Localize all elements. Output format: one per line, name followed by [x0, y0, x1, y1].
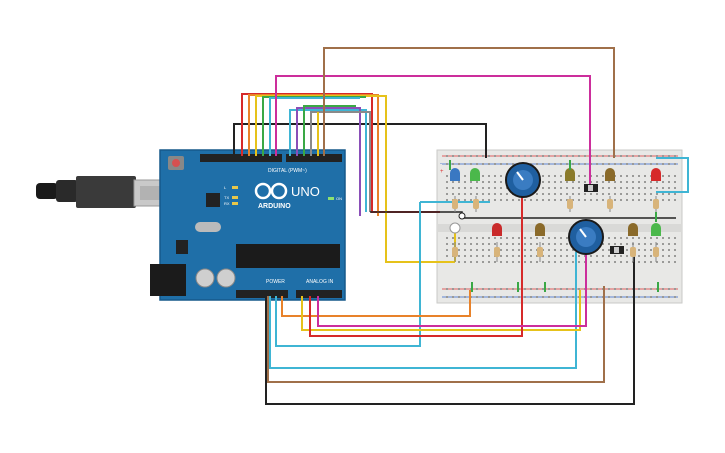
usb-chip — [206, 193, 220, 207]
digital-header-left — [200, 154, 282, 162]
resistor-5 — [653, 199, 659, 209]
wire-black-bottom — [265, 252, 635, 405]
resistors — [452, 196, 659, 262]
wire-cyan-bottom — [269, 252, 577, 369]
slide-switch-2[interactable] — [610, 246, 624, 254]
resistor-4 — [607, 199, 613, 209]
analog-header — [296, 290, 342, 298]
arduino-board[interactable]: ARDUINO UNO DIGITAL (PWM~) POWER ANALOG … — [150, 149, 346, 301]
components — [449, 160, 661, 292]
resistor-2 — [473, 199, 479, 209]
on-led — [328, 197, 334, 200]
wire-cyan-pin2 — [289, 109, 367, 212]
rail-plus-marker: + — [440, 169, 444, 175]
led-blue — [450, 168, 460, 181]
rail-minus-marker: - — [440, 161, 442, 167]
led-white — [449, 222, 461, 234]
arduino-model-text: UNO — [291, 184, 320, 199]
wire-magenta-pin — [275, 75, 591, 190]
slide-switch-1[interactable] — [584, 184, 598, 192]
digital-header-text: DIGITAL (PWM~) — [268, 168, 307, 174]
regulator-chip — [176, 240, 188, 254]
tx-label: TX — [224, 195, 229, 200]
resistor-10 — [653, 247, 659, 257]
tx-led — [232, 196, 238, 199]
resistor-8 — [537, 247, 543, 257]
reset-button-cap — [172, 159, 180, 167]
led-red-2 — [492, 223, 502, 236]
wire-cyan-pin — [269, 97, 360, 156]
wire-purple-pin — [296, 107, 361, 216]
led-green-1 — [470, 168, 480, 181]
wire-yellow-bottom — [301, 290, 581, 331]
power-header — [236, 290, 288, 298]
led-brown-2 — [535, 223, 545, 236]
junction-node — [458, 212, 466, 220]
wire-cyan-loop — [656, 157, 689, 193]
resistor-6 — [452, 247, 458, 257]
arduino-brand-text: ARDUINO — [258, 203, 291, 210]
wire-brown-top — [323, 47, 615, 158]
breadboard-jumpers — [449, 160, 659, 292]
led-brown-3 — [628, 223, 638, 236]
on-label: ON — [336, 196, 342, 201]
atmega-chip — [236, 244, 340, 268]
resistor-7 — [494, 247, 500, 257]
led-yellow-1 — [565, 168, 575, 181]
wire-gray-pin — [310, 111, 371, 212]
wire-green-pin2 — [303, 105, 356, 156]
power-jack — [150, 264, 186, 296]
led-green-2 — [651, 223, 661, 236]
wire-cyan-bottom2 — [275, 202, 421, 347]
wire-yellow-pin — [255, 95, 455, 263]
rx-label: RX — [224, 201, 230, 206]
resistor-9 — [630, 247, 636, 257]
power-header-text: POWER — [266, 279, 285, 285]
l-label: L — [224, 185, 227, 190]
crystal — [195, 222, 221, 232]
arduino-logo — [254, 182, 288, 200]
led-brown-1 — [605, 168, 615, 181]
resistor-3 — [567, 199, 573, 209]
potentiometer-1[interactable] — [505, 162, 541, 198]
resistor-1 — [452, 199, 458, 209]
wire-brown-bottom — [267, 286, 605, 383]
wire-orange-bottom — [281, 290, 471, 317]
wire-magenta-bottom — [317, 252, 587, 327]
capacitor-2 — [216, 268, 236, 288]
wires — [233, 47, 689, 405]
digital-header-right — [286, 154, 342, 162]
capacitor-1 — [195, 268, 215, 288]
potentiometer-2[interactable] — [568, 219, 604, 255]
l-led — [232, 186, 238, 189]
led-red-1 — [651, 168, 661, 181]
wire-red-bottom — [309, 180, 523, 337]
rx-led — [232, 202, 238, 205]
analog-header-text: ANALOG IN — [306, 279, 334, 285]
